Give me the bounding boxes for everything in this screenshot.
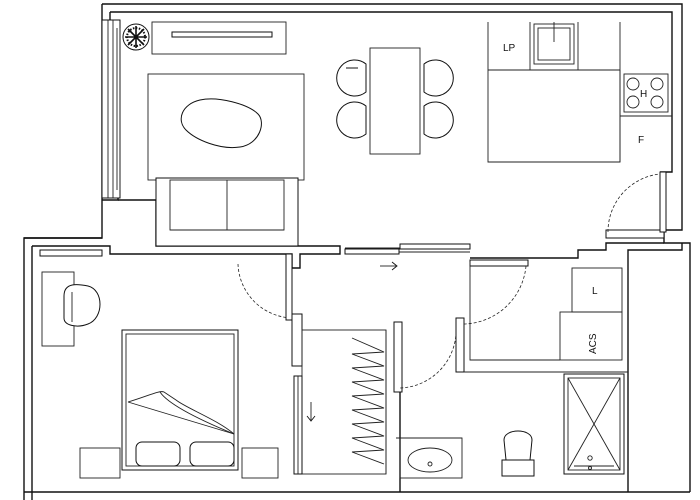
dining-table	[336, 47, 454, 155]
entrance-door	[605, 171, 667, 239]
window-west	[101, 19, 121, 199]
utility: L ACS	[469, 262, 623, 361]
sliding-door	[344, 243, 471, 271]
chair	[336, 101, 367, 139]
label-acs: ACS	[588, 333, 599, 354]
toilet	[503, 430, 533, 461]
sofa	[155, 177, 299, 247]
wardrobe	[293, 321, 403, 475]
hall-door	[463, 259, 529, 325]
bathroom	[396, 371, 628, 492]
desk-chair	[63, 284, 101, 327]
chair	[423, 59, 454, 97]
rug	[147, 73, 305, 181]
chair	[423, 101, 454, 139]
label-f: F	[638, 135, 644, 146]
bathroom-door	[399, 317, 465, 389]
chair	[336, 59, 367, 97]
label-l: L	[592, 286, 598, 297]
kitchen: LP H F	[487, 22, 672, 163]
bedroom-door	[237, 253, 303, 367]
label-h: H	[640, 89, 647, 100]
coffee-table	[180, 98, 262, 149]
label-lp: LP	[503, 43, 516, 54]
bedroom	[41, 271, 279, 479]
plant-icon	[122, 23, 150, 51]
tv-unit	[151, 21, 287, 55]
